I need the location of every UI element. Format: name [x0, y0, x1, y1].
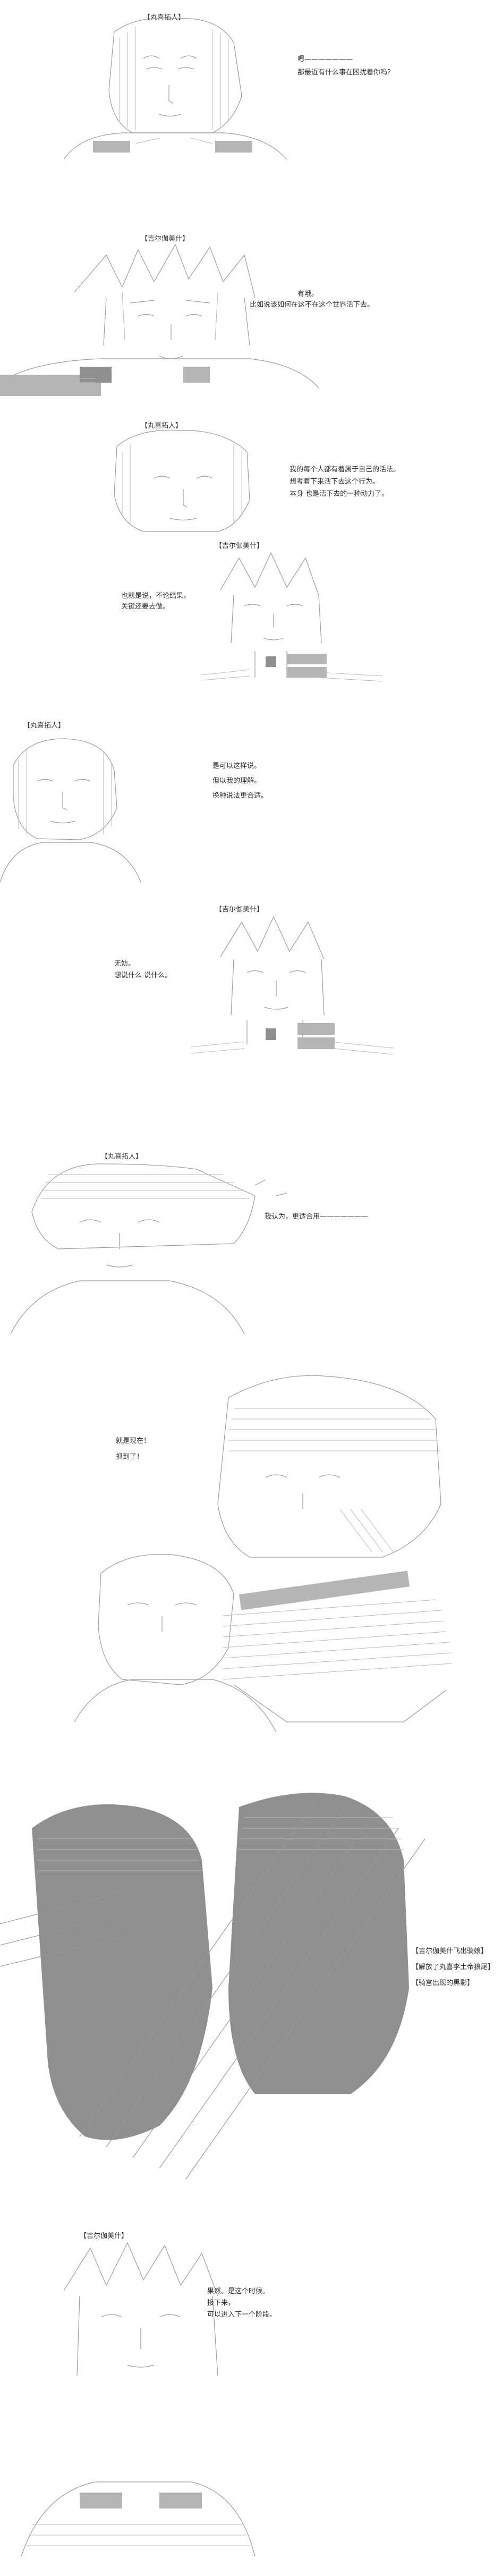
panel-8: 就是现在！ 抓到了！: [0, 1350, 502, 1764]
panel-1: 【丸喜拓人】 嗯——————— 那最近有什么事在困扰着你吗？: [0, 0, 502, 170]
character-drawing: [10, 1163, 287, 1335]
speaker-name: 【丸喜拓人】: [101, 1153, 143, 1161]
panel-4: 【吉尔伽美什】 也就是说，不论结果， 关键还要去做。: [0, 537, 502, 707]
speaker-name: 【丸喜拓人】: [141, 422, 183, 430]
dialogue-line: 想说什么 说什么。: [114, 972, 172, 979]
armor-body: [191, 1020, 394, 1055]
speaker-name: 【吉尔伽美什】: [141, 235, 190, 243]
speaker-name: 【丸喜拓人】: [23, 722, 65, 730]
panel-5: 【丸喜拓人】 是可以这样说。 但以我的理解。 换种说法更合适。: [0, 707, 502, 898]
speaker-name: 【吉尔伽美什】: [80, 2232, 129, 2240]
dialogue-line: 抓到了！: [116, 1453, 144, 1461]
hair-outline: [220, 552, 322, 644]
face: [37, 779, 91, 824]
dialogue-line: 就是现在！: [116, 1437, 151, 1445]
panel-9: 【吉尔伽美什飞出骑娘】 【解放了丸喜李土帝狼尾】 【骑宫出现的黑影】: [0, 1764, 502, 2216]
narration-line: 【解放了丸喜李土帝狼尾】: [412, 1963, 495, 1971]
panel-2: 【吉尔伽美什】 有哦。 比如说该如何在这不在这个世界活下去。: [0, 170, 502, 399]
character-drawing: [63, 18, 287, 160]
dialogue-line: 那最近有什么事在困扰着你吗？: [297, 69, 395, 77]
character-drawing: [114, 429, 250, 532]
dialogue-line: 我认为，更适合用———————: [265, 1213, 369, 1221]
spiky-hair: [74, 243, 256, 346]
face: [122, 292, 218, 359]
shoulders: [63, 132, 287, 160]
shoulders: [0, 842, 141, 883]
hair-outline: [108, 18, 242, 133]
hair-outline: [13, 738, 117, 840]
dialogue-line: 比如说该如何在这不在这个世界活下去。: [250, 301, 375, 309]
dialogue-line: 嗯———————: [297, 55, 353, 63]
dialogue-line: 接下来，: [207, 2299, 235, 2307]
dialogue-line: 想考着下来活下去这个行为。: [290, 478, 380, 486]
armor-body: [201, 651, 383, 682]
hair-outline: [114, 429, 250, 532]
spiky-hair: [63, 2242, 218, 2376]
character-drawing: [201, 552, 383, 682]
dialogue-line: 但以我的理解。: [212, 777, 261, 785]
spiky-hair: [220, 916, 325, 1016]
face: [100, 2314, 181, 2368]
panel-7: 【丸喜拓人】 我认为，更适合用———————: [0, 1089, 502, 1350]
panel-3: 【丸喜拓人】 我的每个人都有着属于自己的活法。 想考着下来活下去这个行为。 本身…: [0, 399, 502, 537]
character-drawing: [0, 738, 141, 883]
shadow-drawing: [0, 1793, 426, 2180]
character-drawing: [0, 243, 319, 396]
dialogue-line: 我的每个人都有着属于自己的活法。: [290, 466, 401, 474]
face: [246, 970, 306, 1010]
dialogue-line: 也就是说，不论结果，: [121, 592, 191, 600]
dialogue-line: 有哦。: [297, 290, 319, 298]
action-drawing: [74, 1375, 452, 1733]
panel-10: 【吉尔伽美什】 果然。是这个时候。 接下来， 可以进入下一个阶段。: [0, 2216, 502, 2576]
character-drawing: [21, 2242, 256, 2557]
armor-body: [0, 358, 319, 396]
dialogue-line: 是可以这样说。: [212, 762, 261, 770]
upper-figure: [217, 1375, 441, 1558]
character-drawing: [191, 916, 394, 1055]
dialogue-line: 可以进入下一个阶段。: [207, 2311, 277, 2319]
shoulders: [10, 1280, 245, 1335]
hair-outline: [31, 1163, 256, 1249]
dialogue-line: 换种说法更合适。: [212, 792, 268, 800]
face: [244, 604, 303, 640]
speaker-name: 【吉尔伽美什】: [215, 542, 264, 550]
speaker-name: 【吉尔伽美什】: [215, 906, 264, 914]
right-shadow: [228, 1793, 409, 2094]
face: [143, 55, 197, 117]
dialogue-line: 无妨。: [114, 960, 135, 968]
face: [154, 476, 213, 521]
chain-streaks: [0, 1796, 426, 2180]
dialogue-line: 关键还要去做。: [121, 603, 170, 611]
armor-body: [21, 2481, 256, 2557]
grabbing-arm: [223, 1570, 452, 1722]
lower-figure: [74, 1553, 277, 1733]
dialogue-line: 果然。是这个时候。: [207, 2287, 270, 2295]
dialogue-line: 本身 也是活下去的一种动力了。: [290, 490, 389, 498]
narration-line: 【吉尔伽美什飞出骑娘】: [412, 1947, 488, 1955]
panel-6: 【吉尔伽美什】 无妨。 想说什么 说什么。: [0, 898, 502, 1089]
narration-line: 【骑宫出现的黑影】: [412, 1979, 474, 1987]
left-shadow: [32, 1804, 212, 2140]
face: [79, 1179, 287, 1268]
